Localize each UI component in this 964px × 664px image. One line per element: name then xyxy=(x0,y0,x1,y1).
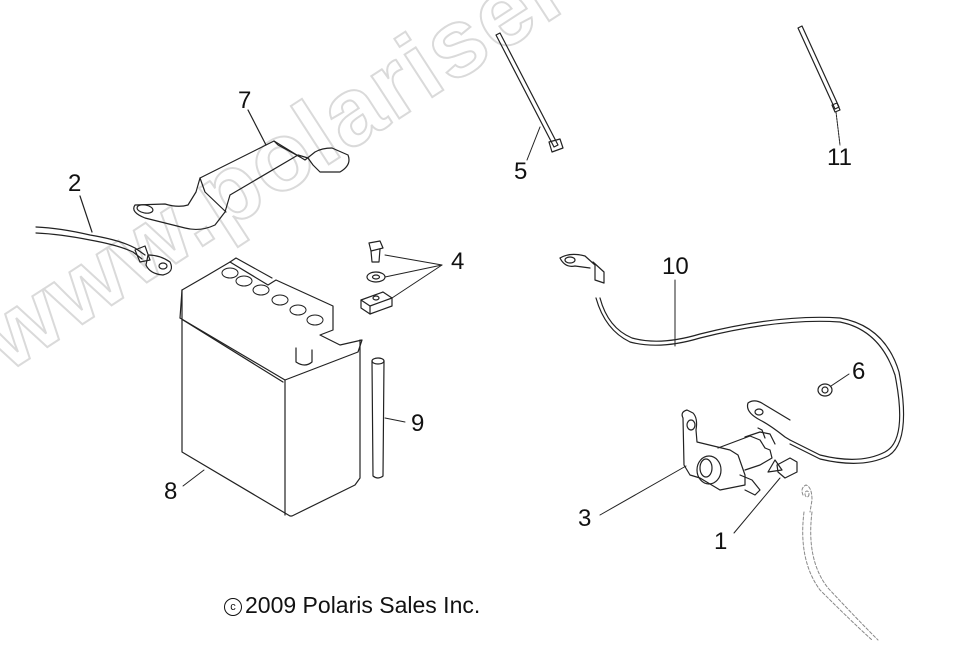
callout-4: 4 xyxy=(451,248,465,275)
positive-cable-drawing xyxy=(559,253,905,464)
copyright-symbol-icon: c xyxy=(224,598,242,616)
ground-cable-lower-drawing xyxy=(801,484,879,641)
callout-5: 5 xyxy=(514,158,528,185)
callout-3: 3 xyxy=(578,505,592,532)
copyright-text: 2009 Polaris Sales Inc. xyxy=(245,592,481,618)
cable-tie-11-drawing xyxy=(797,25,841,146)
callout-6: 6 xyxy=(852,358,866,385)
ground-cable-drawing xyxy=(35,195,173,276)
solenoid-drawing xyxy=(599,409,776,516)
hold-down-strap-drawing xyxy=(133,109,350,231)
callout-2: 2 xyxy=(68,170,82,197)
callout-8: 8 xyxy=(164,478,178,505)
callout-7: 7 xyxy=(238,87,252,114)
vent-tube-drawing xyxy=(371,357,406,479)
battery-drawing xyxy=(179,257,363,517)
callout-9: 9 xyxy=(411,410,425,437)
nut-drawing xyxy=(817,373,850,397)
callout-1: 1 xyxy=(714,528,728,555)
callout-11: 11 xyxy=(827,144,852,171)
bolt-washer-nut-drawing xyxy=(360,240,443,315)
callout-10: 10 xyxy=(662,253,689,280)
cable-tie-5-drawing xyxy=(495,32,564,161)
bolt-1-drawing xyxy=(733,457,798,534)
